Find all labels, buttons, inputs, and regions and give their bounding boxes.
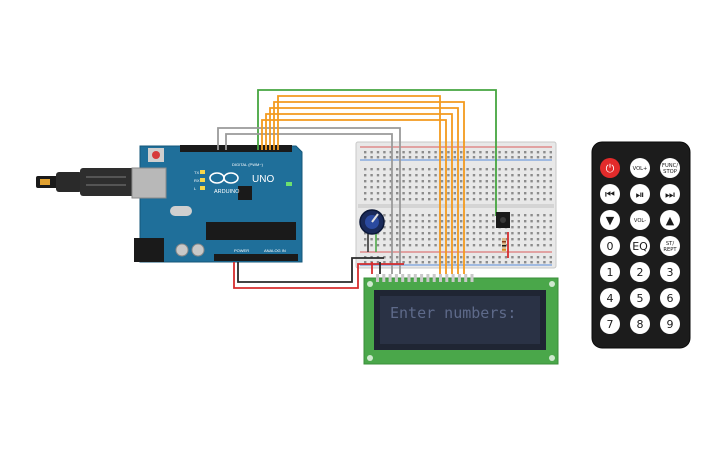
lcd-line-1: Enter numbers: xyxy=(390,304,516,322)
remote-button-label: 1 xyxy=(607,266,614,279)
remote-button-eq[interactable]: EQ xyxy=(630,236,650,256)
breadboard[interactable] xyxy=(355,141,557,269)
digital-header-label: DIGITAL (PWM~) xyxy=(232,162,264,167)
usb-cable[interactable] xyxy=(36,168,142,196)
remote-button-num-9[interactable]: 9 xyxy=(660,314,680,334)
remote-button-power[interactable]: ⏻ xyxy=(600,158,620,178)
remote-button-up[interactable]: ▲ xyxy=(660,210,680,230)
remote-button-num-8[interactable]: 8 xyxy=(630,314,650,334)
remote-button-label: ST/ xyxy=(666,241,674,247)
remote-button-label: EQ xyxy=(632,240,648,253)
remote-button-num-5[interactable]: 5 xyxy=(630,288,650,308)
remote-button-label: VOL- xyxy=(634,218,646,224)
remote-button-st-rept[interactable]: ST/REPT xyxy=(660,236,680,256)
l-label: L xyxy=(194,186,197,191)
remote-button-label: REPT xyxy=(663,247,677,253)
remote-button-label: 3 xyxy=(667,266,674,279)
lcd-16x2-module[interactable]: Enter numbers: xyxy=(363,274,559,365)
remote-button-label: VOL+ xyxy=(633,166,648,172)
remote-button-num-7[interactable]: 7 xyxy=(600,314,620,334)
remote-button-label: 7 xyxy=(607,318,614,331)
remote-button-label: 2 xyxy=(637,266,644,279)
arduino-uno-board[interactable]: ARDUINO UNO DIGITAL (PWM~) POWER ANALOG … xyxy=(131,145,303,263)
remote-button-label: ⏯ xyxy=(636,188,645,201)
remote-button-label: 5 xyxy=(637,292,644,305)
remote-button-num-3[interactable]: 3 xyxy=(660,262,680,282)
remote-button-num-6[interactable]: 6 xyxy=(660,288,680,308)
analog-header-label: ANALOG IN xyxy=(264,248,286,253)
arduino-brand-label: ARDUINO xyxy=(214,189,240,195)
remote-button-num-0[interactable]: 0 xyxy=(600,236,620,256)
tx-label: TX xyxy=(194,170,199,175)
remote-button-label: FUNC/ xyxy=(662,163,678,169)
remote-button-func-stop[interactable]: FUNC/STOP xyxy=(660,158,680,178)
ir-remote[interactable]: ⏻ VOL+ FUNC/STOP ⏮ ⏯ ⏭ ▼ VOL- ▲ 0 EQ ST/REPT 1 2 3 4 5 6 7… xyxy=(591,141,691,349)
resistor[interactable] xyxy=(502,238,506,252)
arduino-logo xyxy=(209,172,239,184)
remote-button-label: ⏭ xyxy=(665,188,675,201)
lcd-screen xyxy=(380,296,540,344)
remote-button-label: ▲ xyxy=(666,214,675,227)
remote-button-num-1[interactable]: 1 xyxy=(600,262,620,282)
power-header-label: POWER xyxy=(234,248,249,253)
remote-button-next[interactable]: ⏭ xyxy=(660,184,680,204)
remote-button-label: STOP xyxy=(663,169,677,175)
remote-button-label: 9 xyxy=(667,318,674,331)
wires[interactable] xyxy=(217,89,509,289)
remote-button-play-pause[interactable]: ⏯ xyxy=(630,184,650,204)
lcd-pins xyxy=(376,274,474,282)
remote-button-label: ⏻ xyxy=(606,162,615,175)
ir-receiver[interactable] xyxy=(496,212,510,228)
breadboard-holes xyxy=(364,151,552,264)
potentiometer[interactable] xyxy=(359,209,385,252)
remote-button-label: 8 xyxy=(637,318,644,331)
remote-button-label: ▼ xyxy=(606,214,615,227)
remote-button-vol-up[interactable]: VOL+ xyxy=(630,158,650,178)
arduino-model-label: UNO xyxy=(252,174,274,185)
remote-button-label: ⏮ xyxy=(605,188,615,201)
rx-label: RX xyxy=(194,178,200,183)
remote-button-label: 0 xyxy=(607,240,614,253)
remote-button-vol-down[interactable]: VOL- xyxy=(630,210,650,230)
remote-button-prev[interactable]: ⏮ xyxy=(600,184,620,204)
remote-button-num-2[interactable]: 2 xyxy=(630,262,650,282)
remote-button-num-4[interactable]: 4 xyxy=(600,288,620,308)
remote-button-down[interactable]: ▼ xyxy=(600,210,620,230)
remote-button-label: 6 xyxy=(667,292,674,305)
remote-button-label: 4 xyxy=(607,292,614,305)
